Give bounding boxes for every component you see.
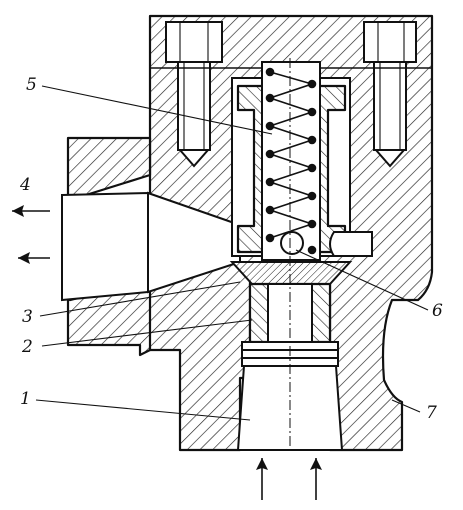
valve-ball: [280, 231, 304, 255]
right-bolt-shank: [373, 61, 407, 151]
label-4: 4: [19, 175, 31, 195]
left-bolt-shank: [177, 61, 211, 151]
valve-seat: [229, 261, 353, 285]
leader-6: [295, 249, 429, 311]
leader-7: [391, 399, 421, 413]
outlet-bore: [61, 191, 149, 302]
label-1: 1: [20, 389, 31, 409]
leader-3: [39, 281, 241, 317]
label-6: 6: [432, 301, 443, 321]
spring: [265, 67, 317, 255]
leader-1: [35, 399, 251, 421]
label-5: 5: [26, 75, 37, 95]
arrow-left-icon: [12, 205, 50, 264]
arrow-up-icon: [256, 458, 322, 500]
label-2: 2: [21, 337, 33, 357]
leader-2: [41, 319, 253, 347]
leader-5: [41, 85, 273, 135]
right-bolt-head: [363, 21, 417, 63]
left-bolt-head: [165, 21, 223, 63]
label-7: 7: [426, 403, 437, 423]
label-3: 3: [22, 307, 33, 327]
